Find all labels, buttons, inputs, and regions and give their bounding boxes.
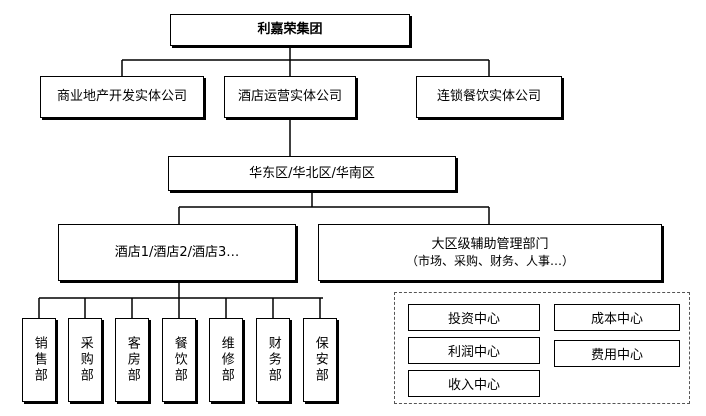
dept-label: 财务部 xyxy=(265,336,281,384)
hotels-label: 酒店1/酒店2/酒店3… xyxy=(114,244,240,260)
regions-node: 华东区/华北区/华南区 xyxy=(168,156,456,191)
dept-rooms: 客房部 xyxy=(115,318,149,402)
support-dept-node: 大区级辅助管理部门 （市场、采购、财务、人事…） xyxy=(318,224,662,281)
root-label: 利嘉荣集团 xyxy=(257,22,323,38)
regions-label: 华东区/华北区/华南区 xyxy=(249,165,375,181)
center-label: 投资中心 xyxy=(447,312,500,327)
dept-food-beverage: 餐饮部 xyxy=(162,318,196,402)
dept-label: 客房部 xyxy=(124,336,140,384)
center-label: 成本中心 xyxy=(590,312,643,327)
dept-purchasing: 采购部 xyxy=(68,318,102,402)
center-profit: 利润中心 xyxy=(408,337,540,364)
entity-hotel-operations: 酒店运营实体公司 xyxy=(224,76,356,118)
support-detail: （市场、采购、财务、人事…） xyxy=(405,254,574,269)
center-cost: 成本中心 xyxy=(554,304,680,331)
dept-label: 维修部 xyxy=(218,336,234,384)
centers-group xyxy=(394,292,690,404)
dept-label: 餐饮部 xyxy=(171,336,187,384)
entity-label: 酒店运营实体公司 xyxy=(237,89,342,105)
entity-label: 商业地产开发实体公司 xyxy=(56,89,187,105)
entity-label: 连锁餐饮实体公司 xyxy=(436,89,541,105)
center-revenue: 收入中心 xyxy=(408,370,540,397)
dept-maintenance: 维修部 xyxy=(209,318,243,402)
center-label: 费用中心 xyxy=(590,348,643,363)
dept-sales: 销售部 xyxy=(22,318,56,402)
dept-label: 销售部 xyxy=(31,336,47,384)
root-node: 利嘉荣集团 xyxy=(170,14,410,46)
center-expense: 费用中心 xyxy=(554,340,680,367)
center-label: 利润中心 xyxy=(447,345,500,360)
center-label: 收入中心 xyxy=(447,378,500,393)
hotels-node: 酒店1/酒店2/酒店3… xyxy=(58,224,296,281)
center-investment: 投资中心 xyxy=(408,304,540,331)
dept-label: 采购部 xyxy=(77,336,93,384)
entity-real-estate: 商业地产开发实体公司 xyxy=(40,76,204,118)
dept-finance: 财务部 xyxy=(256,318,290,402)
dept-security: 保安部 xyxy=(303,318,337,402)
support-title: 大区级辅助管理部门 xyxy=(431,236,549,252)
entity-restaurant-chain: 连锁餐饮实体公司 xyxy=(416,76,562,118)
dept-label: 保安部 xyxy=(312,336,328,384)
